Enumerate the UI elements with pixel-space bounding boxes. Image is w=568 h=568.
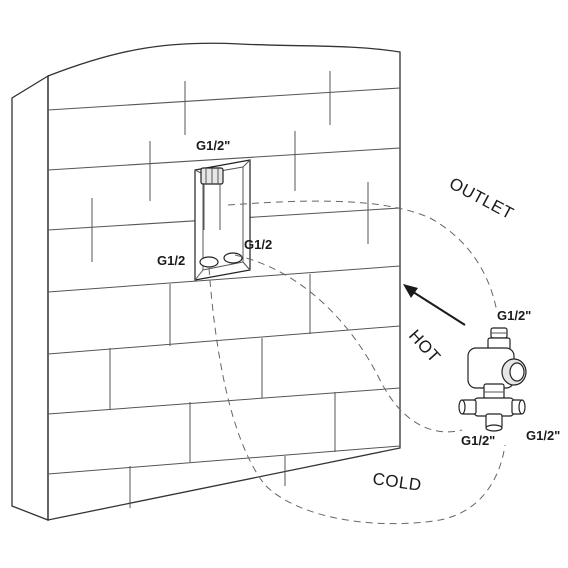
box-left-inlet-hole	[199, 256, 219, 268]
box-left-thread-label: G1/2	[157, 253, 185, 268]
outlet-route	[227, 200, 498, 313]
recessed-mounting-box	[194, 159, 251, 281]
cold-label: COLD	[371, 469, 422, 495]
valve-top-thread-label: G1/2"	[497, 308, 531, 323]
wall-side-face	[11, 74, 49, 521]
box-right-thread-label: G1/2	[244, 237, 272, 252]
insert-direction-arrow	[403, 284, 466, 326]
valve-bottom-right-thread-label: G1/2"	[526, 428, 560, 443]
dashed-pipe-routes	[208, 200, 506, 525]
wall-brick-joints	[91, 71, 369, 508]
cold-route	[208, 267, 506, 525]
hot-label: HOT	[405, 326, 444, 367]
valve-bottom-left-thread-label: G1/2"	[461, 433, 495, 448]
thermostatic-valve	[458, 327, 527, 432]
wall-front-face	[47, 42, 401, 521]
box-top-thread-label: G1/2"	[196, 138, 230, 153]
box-right-inlet-hole	[223, 252, 243, 264]
brick-wall	[11, 42, 401, 521]
hot-route	[234, 254, 463, 433]
outlet-label: OUTLET	[446, 174, 517, 224]
box-top-fitting	[200, 167, 224, 230]
